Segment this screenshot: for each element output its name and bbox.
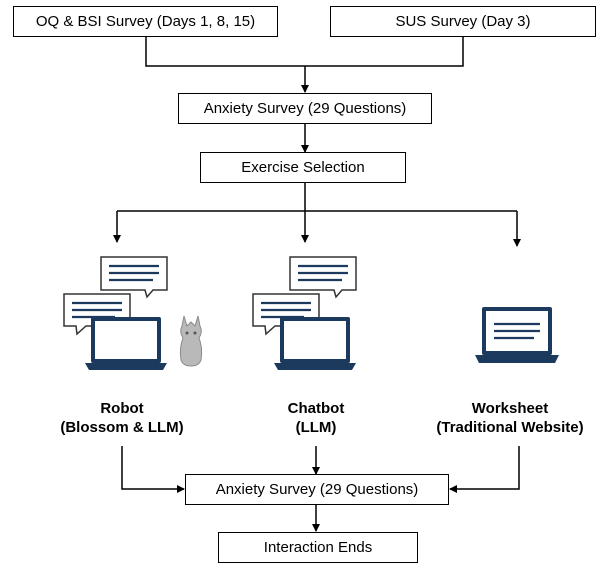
worksheet-condition-icons: [475, 307, 559, 363]
oq-bsi-survey-box: OQ & BSI Survey (Days 1, 8, 15): [13, 6, 278, 37]
laptop-icon: [274, 317, 356, 370]
sus-survey-label: SUS Survey (Day 3): [395, 13, 531, 30]
exercise-selection-box: Exercise Selection: [200, 152, 406, 183]
worksheet-label-line2: (Traditional Website): [436, 419, 584, 436]
interaction-ends-box: Interaction Ends: [218, 532, 418, 563]
chatbot-condition-label: Chatbot (LLM): [236, 399, 396, 437]
interaction-ends-label: Interaction Ends: [263, 539, 373, 556]
robot-figure-icon: [179, 315, 203, 367]
laptop-icon: [475, 307, 559, 363]
connector-sus-merge: [305, 37, 464, 67]
robot-condition-icons: [63, 256, 203, 370]
anxiety-survey-pre-label: Anxiety Survey (29 Questions): [203, 100, 407, 117]
robot-label-line1: Robot: [100, 400, 144, 417]
chatbot-label-line1: Chatbot: [287, 400, 345, 417]
connector-oq-merge: [145, 37, 305, 67]
anxiety-survey-post-box: Anxiety Survey (29 Questions): [185, 474, 449, 505]
worksheet-condition-label: Worksheet (Traditional Website): [420, 399, 600, 437]
laptop-icon: [85, 317, 167, 370]
chatbot-label-line2: (LLM): [295, 419, 337, 436]
exercise-selection-label: Exercise Selection: [241, 159, 365, 176]
arrow-worksheet-to-anxiety-post: [449, 446, 520, 493]
arrow-robot-to-anxiety-post: [121, 446, 185, 493]
worksheet-label-line1: Worksheet: [471, 400, 549, 417]
robot-label-line2: (Blossom & LLM): [60, 419, 184, 436]
robot-condition-label: Robot (Blossom & LLM): [22, 399, 222, 437]
anxiety-survey-post-label: Anxiety Survey (29 Questions): [215, 481, 419, 498]
chatbot-condition-icons: [252, 256, 357, 370]
oq-bsi-survey-label: OQ & BSI Survey (Days 1, 8, 15): [35, 13, 256, 30]
sus-survey-box: SUS Survey (Day 3): [330, 6, 596, 37]
anxiety-survey-pre-box: Anxiety Survey (29 Questions): [178, 93, 432, 124]
